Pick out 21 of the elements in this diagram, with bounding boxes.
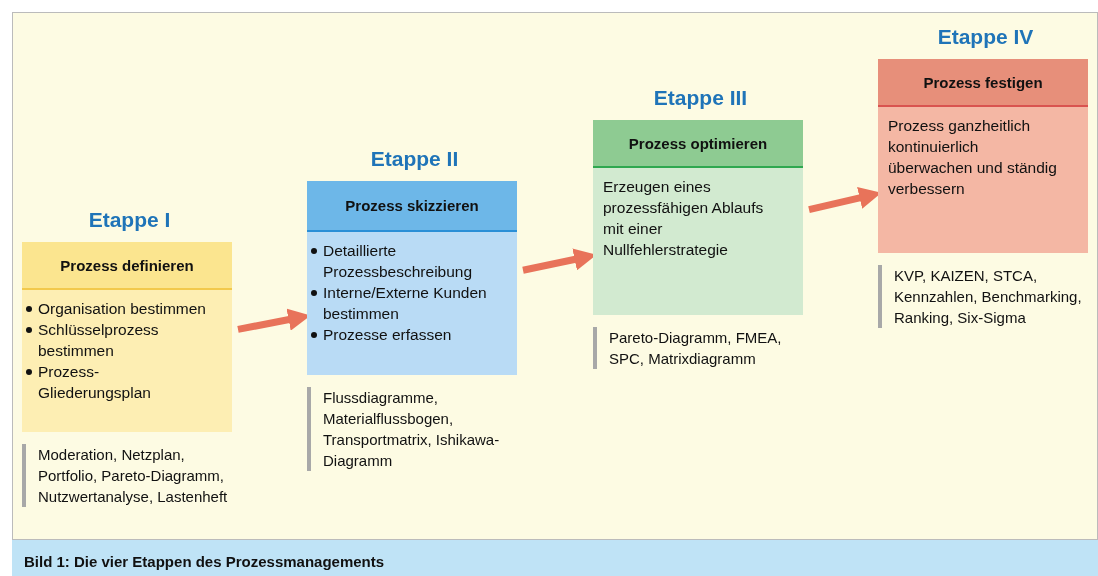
description-text: Prozess ganzheitlich kontinuierlich überwachen und ständig verbessern <box>888 116 1058 199</box>
bullet-item: Detaillierte Prozessbeschreibung <box>323 241 474 282</box>
methods-note: Moderation, Netzplan, Portfolio, Pareto-Diagramm, Nutzwertanalyse, Lastenheft <box>22 444 238 507</box>
card-title: Prozess skizzieren <box>307 181 517 232</box>
stage-heading: Etappe I <box>87 207 172 233</box>
bullet-item: Prozess-Gliederungsplan <box>38 362 152 403</box>
card-title: Prozess optimieren <box>593 120 803 168</box>
bullet-item: Prozesse erfassen <box>323 325 452 345</box>
card-title: Prozess festigen <box>878 59 1088 107</box>
bullet-item: Organisation bestimmen <box>38 299 206 319</box>
card-title: Prozess definieren <box>22 242 232 290</box>
stage-heading: Etappe III <box>652 85 749 111</box>
stage-heading: Etappe IV <box>936 24 1035 50</box>
methods-note: KVP, KAIZEN, STCA, Kennzahlen, Benchmarking, Ranking, Six-Sigma <box>878 265 1094 328</box>
methods-note: Flussdiagramme, Materialflussbogen, Transportmatrix, Ishikawa-Diagramm <box>307 387 523 471</box>
stage-heading: Etappe II <box>369 146 460 172</box>
figure-caption: Bild 1: Die vier Etappen des Prozessmanagements <box>12 540 1098 576</box>
description-text: Erzeugen eines prozessfähigen Ablaufs mit einer Nullfehlerstrategie <box>603 177 765 260</box>
bullet-item: Interne/Externe Kunden bestimmen <box>323 283 488 324</box>
bullet-item: Schlüsselprozess bestimmen <box>38 320 160 361</box>
methods-note: Pareto-Diagramm, FMEA, SPC, Matrixdiagramm <box>593 327 809 369</box>
